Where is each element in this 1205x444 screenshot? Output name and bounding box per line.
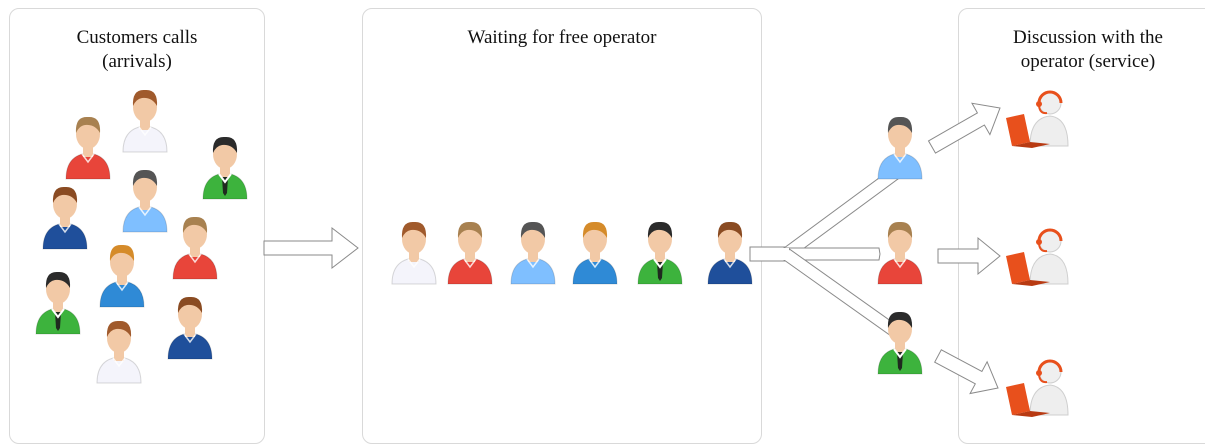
served-customer-icon <box>877 221 923 285</box>
to-operator-1-arrow <box>927 102 1001 154</box>
service-title-line2: operator (service) <box>1020 51 1156 72</box>
queued-customer-icon <box>510 221 556 285</box>
branch-arrow-top <box>781 165 904 260</box>
queue-panel: Waiting for free operator <box>362 8 762 444</box>
arrival-customer-icon <box>122 169 168 233</box>
arrival-customer-icon <box>99 244 145 308</box>
queued-customer-icon <box>707 221 753 285</box>
service-panel: Discussion with the operator (service) <box>958 8 1205 444</box>
served-customer-icon <box>877 311 923 375</box>
queued-customer-icon <box>637 221 683 285</box>
service-title-line1: Discussion with the <box>1013 27 1163 48</box>
arrivals-title-line1: Customers calls <box>76 27 198 48</box>
queued-customer-icon <box>447 221 493 285</box>
arrow-stem-cap <box>751 248 789 260</box>
arrival-customer-icon <box>167 296 213 360</box>
arrival-customer-icon <box>96 320 142 384</box>
operator-icon <box>1006 228 1069 286</box>
arrival-customer-icon <box>202 136 248 200</box>
to-operator-3-arrow <box>934 349 999 395</box>
to-operator-2-arrow <box>937 236 1001 276</box>
queue-title: Waiting for free operator <box>467 27 657 48</box>
arrivals-to-queue-arrow <box>263 226 359 270</box>
arrival-customer-icon <box>35 271 81 335</box>
served-customer-icon <box>877 116 923 180</box>
branch-arrow-bottom <box>781 248 904 340</box>
queued-customer-icon <box>572 221 618 285</box>
arrival-customer-icon <box>172 216 218 280</box>
arrivals-title: Customers calls (arrivals) <box>10 26 264 74</box>
operator-icon <box>1006 359 1069 417</box>
arrival-customer-icon <box>65 116 111 180</box>
queued-customer-icon <box>391 221 437 285</box>
arrival-customer-icon <box>42 186 88 250</box>
arrival-customer-icon <box>122 89 168 153</box>
arrivals-title-line2: (arrivals) <box>102 51 172 72</box>
operator-icon <box>1006 90 1069 148</box>
service-title: Discussion with the operator (service) <box>959 26 1205 74</box>
